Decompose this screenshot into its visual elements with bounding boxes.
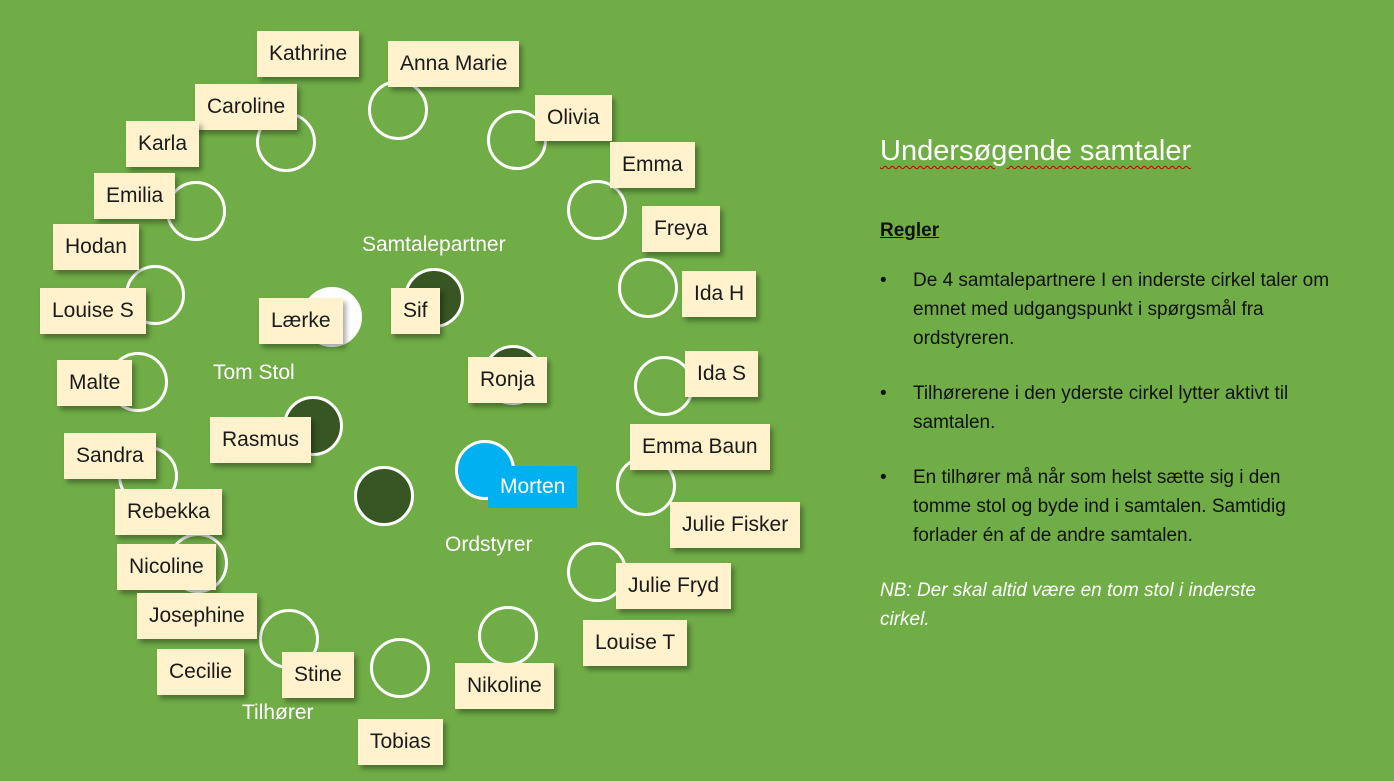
rule-text: Tilhørerene i den yderste cirkel lytter … [913,383,1289,433]
moderator-label: Ordstyrer [445,533,533,556]
name-note-sandra: Sandra [64,433,156,479]
name-note-olivia: Olivia [535,95,612,141]
bullet: • [880,270,887,291]
bullet: • [880,383,887,404]
name-note-hodan: Hodan [53,224,139,270]
name-note-julie-fisker: Julie Fisker [670,502,801,548]
partners-label: Samtalepartner [362,233,506,256]
name-note-ronja: Ronja [468,357,547,403]
rules-heading: Regler [880,220,940,241]
name-note-louise-t: Louise T [583,620,688,666]
name-note-caroline: Caroline [195,84,298,130]
rules-panel: Undersøgende samtaler Regler • De 4 samta… [880,135,1360,634]
name-note-karla: Karla [126,121,200,167]
rule-item: • De 4 samtalepartnere I en inderste cirk… [880,266,1343,353]
name-note-sif: Sif [391,288,440,334]
name-note-kathrine: Kathrine [257,31,360,77]
name-note-stine: Stine [282,652,354,698]
empty-chair-label: Tom Stol [213,361,295,384]
empty-chair-seat [354,466,414,526]
page-title: Undersøgende samtaler [880,135,1192,167]
rule-text: En tilhører må når som helst sætte sig i… [913,467,1286,546]
bullet: • [880,467,887,488]
name-note-laerke: Lærke [259,298,343,344]
name-note-freya: Freya [642,206,720,252]
name-note-louise-s: Louise S [40,288,146,334]
name-note-tobias: Tobias [358,719,443,765]
name-note-nikoline: Nikoline [455,663,554,709]
rule-item: • En tilhører må når som helst sætte sig … [880,463,1343,550]
name-note-nicoline: Nicoline [117,544,216,590]
name-note-ida-s: Ida S [685,351,759,397]
name-note-malte: Malte [57,360,133,406]
listeners-label: Tilhører [242,701,314,724]
name-note-julie-fryd: Julie Fryd [616,563,732,609]
outer-seat [368,80,428,140]
name-note-emma-baun: Emma Baun [630,424,770,470]
outer-seat [370,638,430,698]
name-note-rebekka: Rebekka [115,489,222,535]
name-note-emma: Emma [610,142,695,188]
rules-list: • De 4 samtalepartnere I en inderste cirk… [880,266,1360,550]
outer-seat [567,180,627,240]
name-note-anna-marie: Anna Marie [388,41,520,87]
rule-item: • Tilhørerene i den yderste cirkel lytter… [880,379,1343,437]
outer-seat [618,258,678,318]
name-note-rasmus: Rasmus [210,417,312,463]
name-note-morten: Morten [488,466,578,508]
closing-note: NB: Der skal altid være en tom stol i in… [880,580,1256,630]
name-note-cecilie: Cecilie [157,649,245,695]
name-note-emilia: Emilia [94,173,176,219]
outer-seat [478,606,538,666]
name-note-josephine: Josephine [137,593,257,639]
name-note-ida-h: Ida H [682,271,757,317]
rule-text: De 4 samtalepartnere I en inderste cirke… [913,270,1330,349]
